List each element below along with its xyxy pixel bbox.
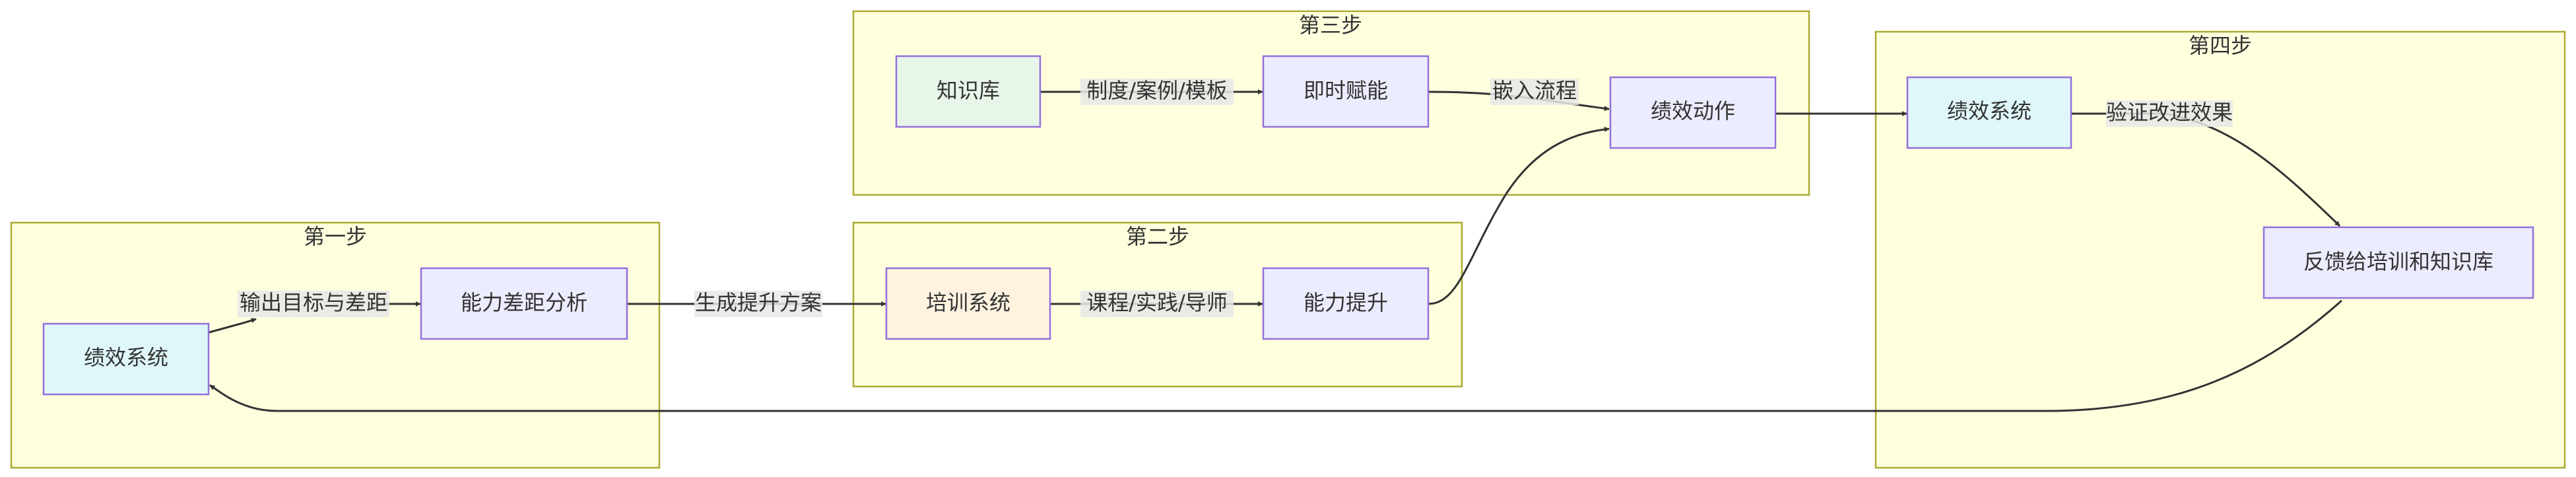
svg-text:能力提升: 能力提升 <box>1304 290 1388 315</box>
node-feedback[interactable]: 反馈给培训和知识库 <box>2262 226 2534 299</box>
svg-text:能力差距分析: 能力差距分析 <box>461 290 587 315</box>
node-perf1[interactable]: 绩效系统 <box>42 322 210 396</box>
group-step4-title: 第四步 <box>2189 33 2252 58</box>
svg-text:绩效系统: 绩效系统 <box>84 345 168 370</box>
edge-label-training-improve: 课程/实践/导师 <box>1080 290 1234 317</box>
svg-text:嵌入流程: 嵌入流程 <box>1492 78 1577 103</box>
node-training[interactable]: 培训系统 <box>885 267 1051 340</box>
node-improve[interactable]: 能力提升 <box>1262 267 1430 340</box>
svg-text:课程/实践/导师: 课程/实践/导师 <box>1086 290 1228 315</box>
svg-text:即时赋能: 即时赋能 <box>1304 78 1388 103</box>
svg-text:制度/案例/模板: 制度/案例/模板 <box>1086 78 1228 103</box>
node-action[interactable]: 绩效动作 <box>1609 76 1777 149</box>
node-perf2[interactable]: 绩效系统 <box>1906 76 2072 149</box>
svg-text:培训系统: 培训系统 <box>926 290 1010 315</box>
node-enable[interactable]: 即时赋能 <box>1262 55 1430 128</box>
edge-label-enable-action: 嵌入流程 <box>1490 78 1579 105</box>
edge-label-perf2-feedback: 验证改进效果 <box>2106 100 2233 127</box>
edge-label-gap-training: 生成提升方案 <box>694 290 822 317</box>
node-kb[interactable]: 知识库 <box>895 55 1041 128</box>
edge-improve-action <box>1428 126 1610 305</box>
edge-feedback-perf1 <box>209 299 2342 412</box>
svg-text:绩效动作: 绩效动作 <box>1651 98 1735 124</box>
group-step3-title: 第三步 <box>1299 13 1362 38</box>
svg-text:反馈给培训和知识库: 反馈给培训和知识库 <box>2303 249 2493 274</box>
svg-text:验证改进效果: 验证改进效果 <box>2106 100 2233 125</box>
svg-text:输出目标与差距: 输出目标与差距 <box>240 290 387 315</box>
group-step1-title: 第一步 <box>304 224 367 249</box>
svg-text:生成提升方案: 生成提升方案 <box>695 290 822 315</box>
node-gap[interactable]: 能力差距分析 <box>420 267 628 340</box>
edge-label-kb-enable: 制度/案例/模板 <box>1080 78 1234 105</box>
svg-text:绩效系统: 绩效系统 <box>1947 98 2031 124</box>
edge-perf1-gap <box>209 318 257 334</box>
group-step2-title: 第二步 <box>1126 224 1189 249</box>
edge-label-perf1-gap: 输出目标与差距 <box>238 290 389 317</box>
svg-text:知识库: 知识库 <box>937 78 1000 103</box>
